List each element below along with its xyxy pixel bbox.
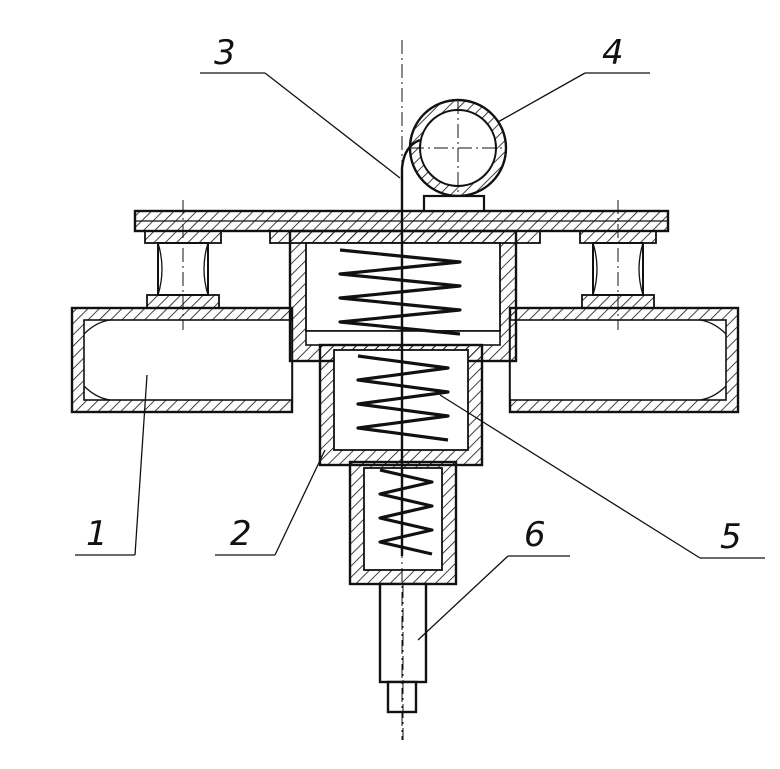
spring-upper xyxy=(338,248,462,336)
leader-lines xyxy=(75,72,765,641)
spacer-post-right xyxy=(579,200,657,330)
label-part-1: 1 xyxy=(86,514,108,554)
label-part-6: 6 xyxy=(524,515,546,555)
rod-part-6 xyxy=(378,582,428,740)
spacer-post-left xyxy=(144,200,222,330)
label-part-2: 2 xyxy=(230,514,252,554)
label-part-5: 5 xyxy=(720,517,742,557)
label-part-3: 3 xyxy=(214,33,236,73)
eye-ring-part-4 xyxy=(408,98,508,213)
spring-lower xyxy=(378,468,434,556)
label-part-4: 4 xyxy=(602,33,624,73)
